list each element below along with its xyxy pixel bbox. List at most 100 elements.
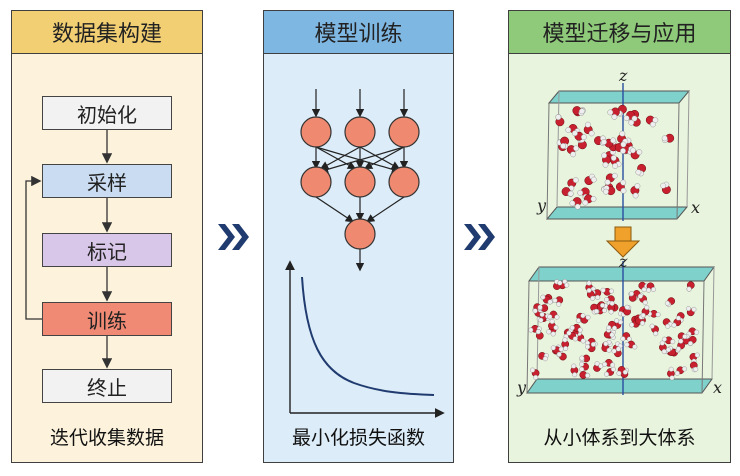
large-system-box xyxy=(526,261,715,395)
hydrogen-atom xyxy=(564,282,570,288)
hydrogen-atom xyxy=(572,372,578,378)
hydrogen-atom xyxy=(585,373,591,379)
hydrogen-atom xyxy=(619,130,626,137)
hydrogen-atom xyxy=(694,329,700,335)
hydrogen-atom xyxy=(588,130,595,137)
hydrogen-atom xyxy=(616,370,622,376)
panel-title: 数据集构建 xyxy=(12,11,202,54)
hydrogen-atom xyxy=(585,314,591,320)
hydrogen-atom xyxy=(609,362,615,368)
hydrogen-atom xyxy=(586,280,592,286)
axis-label-x: x xyxy=(713,378,722,397)
hydrogen-atom xyxy=(574,203,581,210)
hydrogen-atom xyxy=(610,137,617,144)
hydrogen-atom xyxy=(577,189,584,196)
hydrogen-atom xyxy=(579,366,585,372)
panel-transfer: 模型迁移与应用 z xyxy=(508,10,731,463)
hydrogen-atom xyxy=(635,169,642,176)
hydrogen-atom xyxy=(610,366,616,372)
hydrogen-atom xyxy=(580,313,586,319)
hydrogen-atom xyxy=(569,325,575,331)
hydrogen-atom xyxy=(603,371,609,377)
hydrogen-atom xyxy=(624,342,630,348)
hydrogen-atom xyxy=(675,315,681,321)
hydrogen-atom xyxy=(610,155,617,161)
hydrogen-atom xyxy=(671,322,677,328)
step-init: 初始化 xyxy=(42,96,172,130)
step-train: 训练 xyxy=(42,302,172,336)
hydrogen-atom xyxy=(603,188,609,195)
hydrogen-atom xyxy=(550,331,556,337)
hydrogen-atom xyxy=(542,356,548,362)
hydrogen-atom xyxy=(601,152,608,159)
hydrogen-atom xyxy=(572,336,578,342)
hydrogen-atom xyxy=(660,182,667,189)
hydrogen-atom xyxy=(533,374,539,380)
hydrogen-atom xyxy=(694,352,700,358)
hydrogen-atom xyxy=(615,346,621,352)
hydrogen-atom xyxy=(532,308,538,314)
hydrogen-atom xyxy=(653,331,659,337)
hydrogen-atom xyxy=(549,319,555,325)
hydrogen-atom xyxy=(670,339,676,345)
hydrogen-atom xyxy=(608,288,614,294)
hydrogen-atom xyxy=(601,308,607,314)
hydrogen-atom xyxy=(567,190,574,197)
hydrogen-atom xyxy=(611,114,618,120)
hydrogen-atom xyxy=(530,367,536,373)
flow-arrows xyxy=(25,130,113,369)
hydrogen-atom xyxy=(620,141,627,148)
axis-label-x: x xyxy=(691,198,700,217)
hydrogen-atom xyxy=(674,370,680,376)
hydrogen-atom xyxy=(538,317,544,323)
hydrogen-atom xyxy=(611,172,618,179)
hydrogen-atom xyxy=(590,176,597,183)
hydrogen-atom xyxy=(620,187,627,194)
hydrogen-atom xyxy=(579,108,585,115)
hydrogen-atom xyxy=(649,323,655,329)
hydrogen-atom xyxy=(612,162,619,169)
hydrogen-atom xyxy=(640,312,646,318)
hydrogen-atom xyxy=(537,304,543,310)
hydrogen-atom xyxy=(602,361,608,367)
neural-network-diagram xyxy=(285,89,445,418)
hydrogen-atom xyxy=(601,139,607,145)
panel-caption: 从小体系到大体系 xyxy=(543,427,696,449)
hydrogen-atom xyxy=(590,341,596,347)
hydrogen-atom xyxy=(682,334,688,340)
hydrogen-atom xyxy=(650,287,656,293)
hydrogen-atom xyxy=(687,341,693,347)
hydrogen-atom xyxy=(553,325,559,331)
hydrogen-atom xyxy=(607,109,614,116)
hydrogen-atom xyxy=(646,287,652,293)
hydrogen-atom xyxy=(547,299,553,305)
hydrogen-atom xyxy=(623,115,630,122)
hydrogen-atom xyxy=(603,341,609,347)
hydrogen-atom xyxy=(577,327,583,333)
hydrogen-atom xyxy=(620,147,626,154)
hydrogen-atom xyxy=(585,344,591,350)
panel-training: 模型训练 xyxy=(263,10,454,463)
hydrogen-atom xyxy=(539,312,545,318)
hydrogen-atom xyxy=(691,306,697,312)
hydrogen-atom xyxy=(685,306,691,312)
hydrogen-atom xyxy=(641,287,647,293)
hydrogen-atom xyxy=(661,349,667,355)
hydrogen-atom xyxy=(582,199,589,206)
axis-label-z: z xyxy=(618,252,628,271)
hydrogen-atom xyxy=(535,329,541,335)
hydrogen-atom xyxy=(572,130,578,137)
hydrogen-atom xyxy=(681,366,687,372)
hydrogen-atom xyxy=(628,291,634,297)
step-label: 标记 xyxy=(42,233,172,267)
hydrogen-atom xyxy=(652,117,659,124)
hydrogen-atom xyxy=(572,177,579,184)
hydrogen-atom xyxy=(639,320,645,326)
axis-label-y: y xyxy=(516,378,527,397)
hydrogen-atom xyxy=(565,127,572,133)
hydrogen-atom xyxy=(555,114,562,121)
hydrogen-atom xyxy=(655,312,661,318)
panel-title: 模型迁移与应用 xyxy=(509,11,730,54)
panel-title: 模型训练 xyxy=(264,11,453,54)
hydrogen-atom xyxy=(590,196,597,202)
